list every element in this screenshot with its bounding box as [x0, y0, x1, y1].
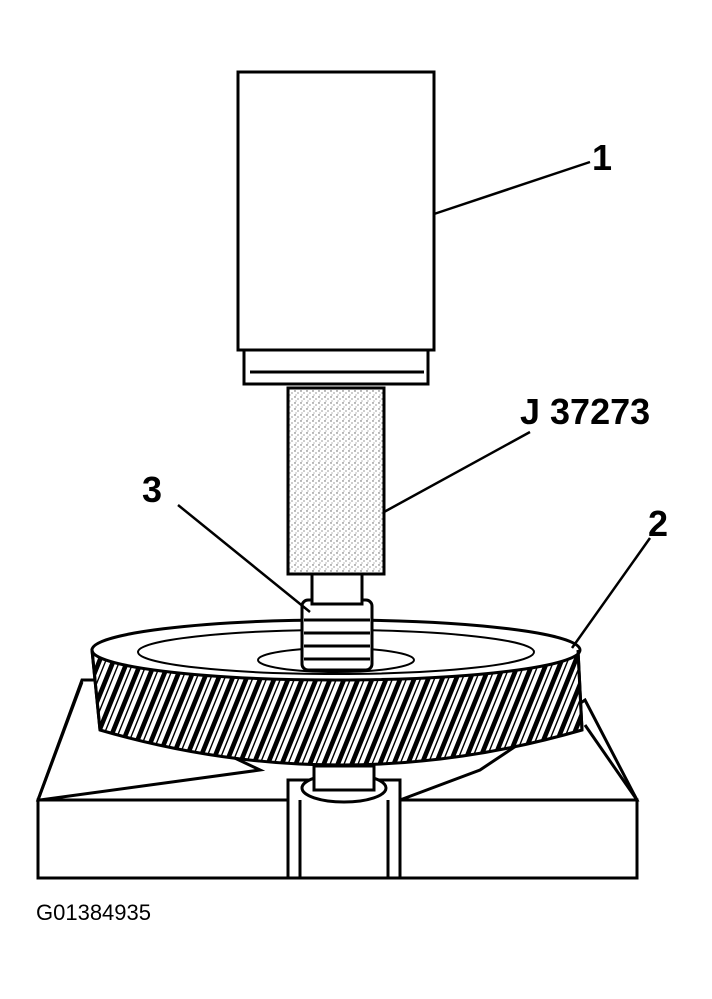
callout-1: 1 — [592, 137, 612, 178]
leader-line-1 — [433, 160, 591, 216]
lower-shaft — [286, 764, 402, 880]
callout-tool: J 37273 — [520, 391, 650, 432]
threaded-sleeve — [300, 572, 374, 672]
figure-id: G01384935 — [36, 900, 151, 925]
helical-gear — [90, 618, 584, 767]
callout-3: 3 — [142, 469, 162, 510]
leader-line-tool — [383, 430, 531, 514]
tool-j37273 — [286, 386, 386, 576]
leader-line-3 — [177, 504, 311, 613]
leader-line-2 — [570, 537, 652, 649]
press-ram — [236, 70, 436, 386]
support-fixture — [35, 678, 640, 880]
leader-lines — [177, 160, 652, 649]
callout-2: 2 — [648, 503, 668, 544]
